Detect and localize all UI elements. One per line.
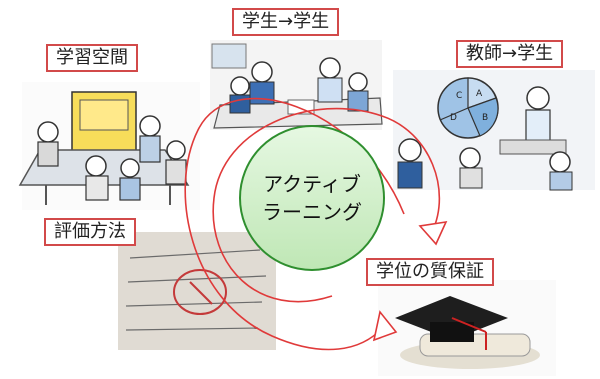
teacher-to-student-illustration: C A D B [393, 70, 595, 191]
cycle-arrows [184, 97, 448, 351]
center-circle-shape [239, 125, 385, 271]
student-to-student-illustration [210, 40, 383, 130]
svg-text:D: D [450, 113, 457, 123]
outer-cycle-arrow [184, 97, 405, 351]
label-evaluation-method: 評価方法 [44, 218, 136, 246]
inner-arrow-head [418, 220, 448, 246]
label-teacher-to-student: 教師→学生 [456, 40, 564, 68]
learning-space-illustration [18, 82, 200, 210]
svg-text:A: A [476, 89, 483, 99]
label-degree-quality: 学位の質保証 [366, 258, 494, 286]
svg-text:B: B [482, 113, 488, 123]
label-learning-space: 学習空間 [46, 44, 138, 72]
evaluation-method-photo [118, 232, 276, 350]
inner-cycle-arrow [212, 107, 441, 303]
degree-quality-photo [378, 280, 556, 376]
svg-text:C: C [456, 91, 462, 101]
outer-arrow-head [372, 310, 398, 342]
label-student-to-student: 学生→学生 [232, 8, 340, 36]
